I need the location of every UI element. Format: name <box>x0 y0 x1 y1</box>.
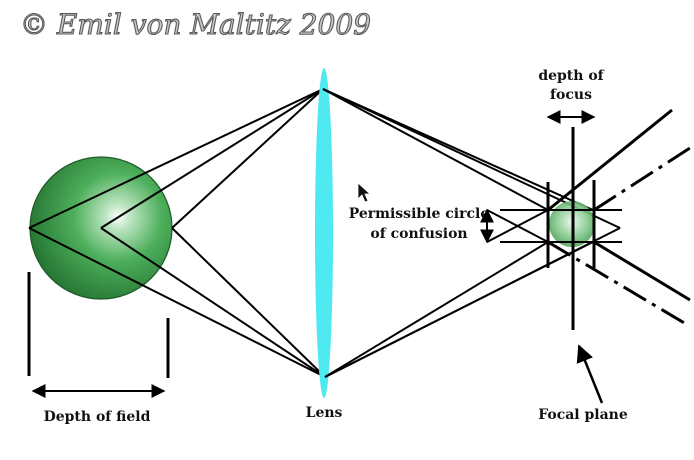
focus-planes <box>500 180 622 268</box>
depth-of-field-label: Depth of field <box>44 409 151 425</box>
lens-shape <box>315 68 333 398</box>
lens-label: Lens <box>306 405 343 421</box>
focal-plane-pointer <box>576 344 604 404</box>
copyright-watermark: © Emil von Maltitz 2009 <box>20 8 371 41</box>
circle-of-confusion-label-line1: Permissible circle <box>349 206 490 222</box>
depth-of-focus-label-line2: focus <box>550 87 592 103</box>
depth-of-focus-label-line1: depth of <box>538 68 604 84</box>
focal-plane-label: Focal plane <box>538 407 628 423</box>
circle-of-confusion-label-line2: of confusion <box>370 226 467 242</box>
mouse-cursor-icon <box>357 182 372 203</box>
object-side-rays <box>28 88 326 378</box>
diverging-rays <box>547 108 691 326</box>
